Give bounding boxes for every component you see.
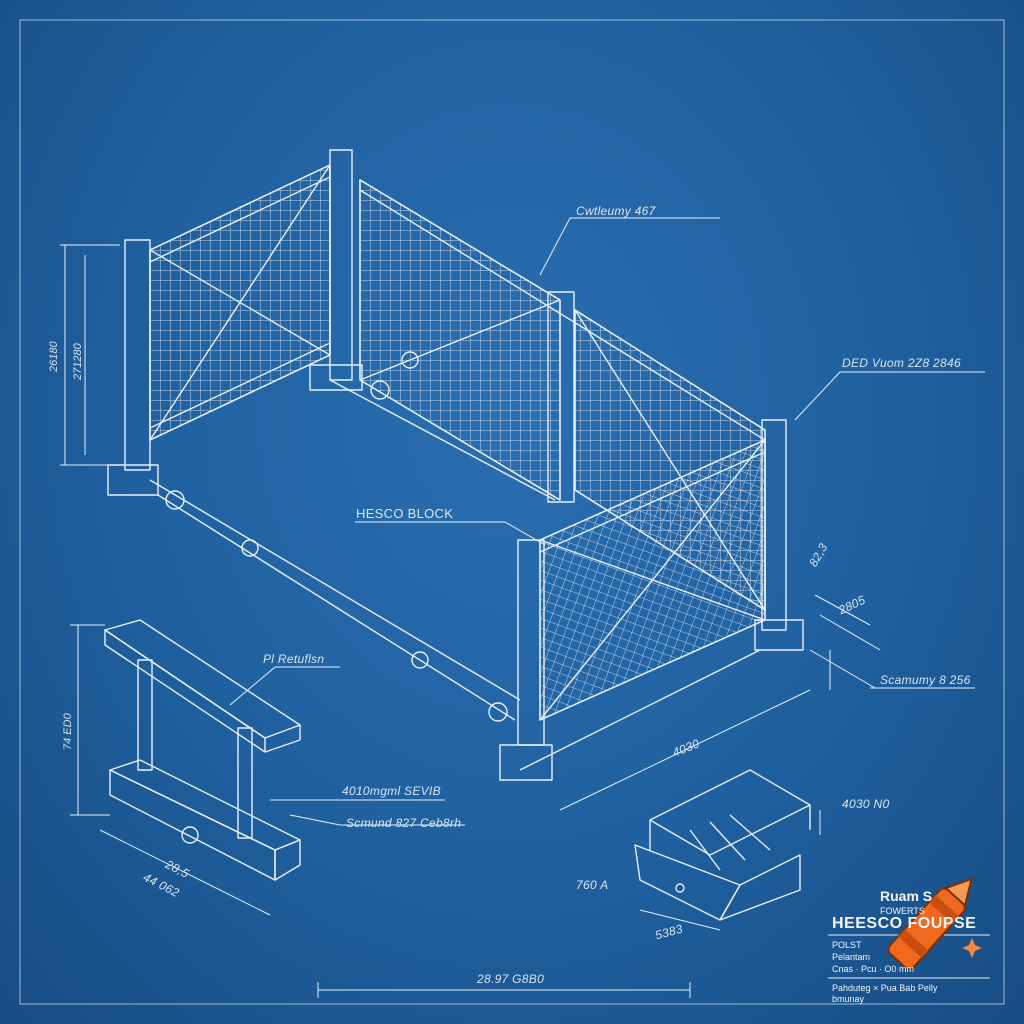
dim-left-height-b: 271280 — [72, 343, 84, 380]
title-line-4: POLST — [832, 940, 862, 950]
callout-pin: Pl Retuflsn — [263, 652, 325, 666]
callout-right-lower: Scamumy 8 256 — [880, 673, 971, 687]
callout-base-w: 4030 N0 — [842, 797, 890, 811]
posts — [107, 149, 804, 781]
callout-bracket-a: 4010mgml SEVIB — [342, 784, 441, 798]
dim-base-total: 28.97 G8B0 — [477, 972, 545, 986]
dim-left-height-a: 26180 — [48, 341, 60, 372]
title-line-8: bmunay — [832, 994, 865, 1004]
sparkle-icon — [962, 938, 982, 958]
bracket-detail — [104, 619, 301, 881]
callout-top: Cwtleumy 467 — [576, 204, 656, 218]
callout-center: HESCO BLOCK — [356, 506, 454, 521]
sheet-border — [19, 19, 1005, 1005]
crayon-icon — [887, 877, 973, 970]
floor-rails — [149, 351, 761, 771]
title-line-3: HEESCO FOUPSE — [832, 915, 977, 932]
leader-lines — [229, 217, 985, 826]
callout-bracket-b: Scmund 827 Ceb8rh — [346, 816, 462, 830]
title-line-1: Ruam S — [880, 888, 933, 904]
callout-right: DED Vuom 2Z8 2846 — [842, 356, 961, 370]
title-line-2: FOWERTS — [880, 906, 925, 916]
title-line-7: Pahduteg × Pua Bab Pelly — [832, 983, 938, 993]
title-line-5: Pelantam — [832, 952, 871, 962]
callout-clip: 760 A — [576, 878, 609, 892]
dim-lower-left-height: 74 ED0 — [62, 713, 74, 750]
clip-detail — [634, 769, 811, 921]
dimension-lines — [60, 244, 881, 998]
title-line-6: Cnas · Pcu · O0 mm — [832, 964, 915, 974]
back-left-panel — [149, 164, 331, 441]
